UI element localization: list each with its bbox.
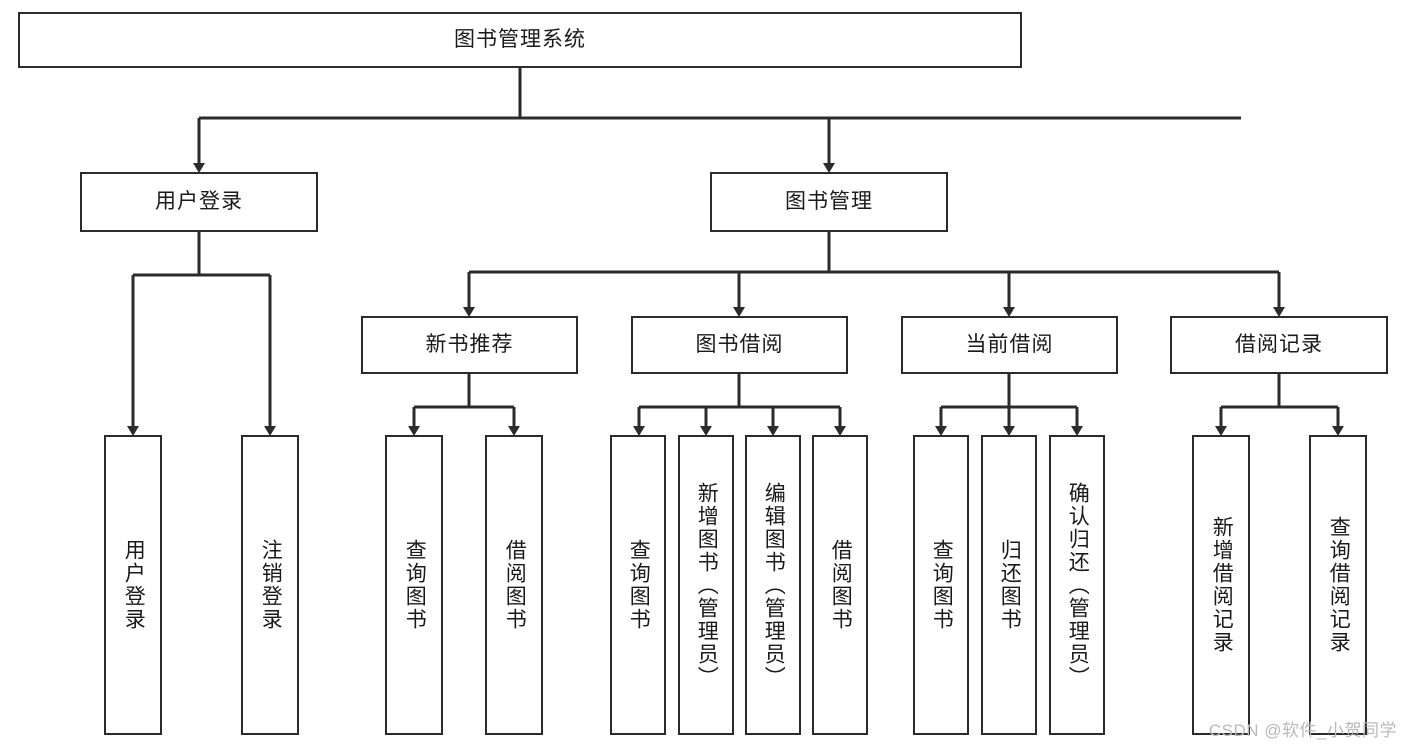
node-leaf-confirm-return-admin[interactable]: 确认归还（管理员） [1049,435,1105,735]
node-label: 注销登录 [259,539,283,631]
watermark-text: CSDN @软件_小贺同学 [1208,721,1397,740]
node-label: 用户登录 [155,190,243,214]
node-label: 新增借阅记录 [1210,516,1234,654]
node-label: 查询图书 [930,539,954,631]
node-borrow-record[interactable]: 借阅记录 [1170,316,1388,374]
node-label: 图书管理系统 [454,28,586,52]
node-label: 归还图书 [998,539,1022,631]
node-label: 图书管理 [785,190,873,214]
node-root-book-management-system[interactable]: 图书管理系统 [18,12,1022,68]
node-leaf-return-book[interactable]: 归还图书 [981,435,1037,735]
node-user-login[interactable]: 用户登录 [80,172,318,232]
node-book-management[interactable]: 图书管理 [710,172,948,232]
node-book-borrow[interactable]: 图书借阅 [631,316,848,374]
node-leaf-add-borrow-record[interactable]: 新增借阅记录 [1192,435,1250,735]
node-label: 查询图书 [403,539,427,631]
node-label: 查询图书 [627,539,651,631]
node-label: 借阅图书 [829,539,853,631]
node-leaf-user-login[interactable]: 用户登录 [104,435,162,735]
node-leaf-add-book-admin[interactable]: 新增图书（管理员） [678,435,734,735]
node-leaf-query-book-newbook[interactable]: 查询图书 [385,435,443,735]
node-current-borrow[interactable]: 当前借阅 [901,316,1118,374]
node-label: 借阅图书 [503,539,527,631]
node-label: 当前借阅 [965,333,1054,357]
node-label: 查询借阅记录 [1327,516,1351,654]
node-leaf-edit-book-admin[interactable]: 编辑图书（管理员） [745,435,801,735]
node-label: 新增图书（管理员） [695,481,719,689]
node-leaf-borrow-book[interactable]: 借阅图书 [812,435,868,735]
node-label: 图书借阅 [695,333,784,357]
node-label: 借阅记录 [1235,333,1323,357]
node-label: 用户登录 [122,539,146,631]
node-leaf-borrow-book-newbook[interactable]: 借阅图书 [485,435,543,735]
node-label: 确认归还（管理员） [1066,481,1090,689]
node-leaf-logout[interactable]: 注销登录 [241,435,299,735]
node-leaf-query-borrow-record[interactable]: 查询借阅记录 [1309,435,1367,735]
node-leaf-query-book-borrow[interactable]: 查询图书 [610,435,666,735]
node-leaf-query-book-current[interactable]: 查询图书 [913,435,969,735]
node-label: 编辑图书（管理员） [762,481,786,689]
node-new-book-recommend[interactable]: 新书推荐 [361,316,578,374]
node-label: 新书推荐 [425,333,514,357]
